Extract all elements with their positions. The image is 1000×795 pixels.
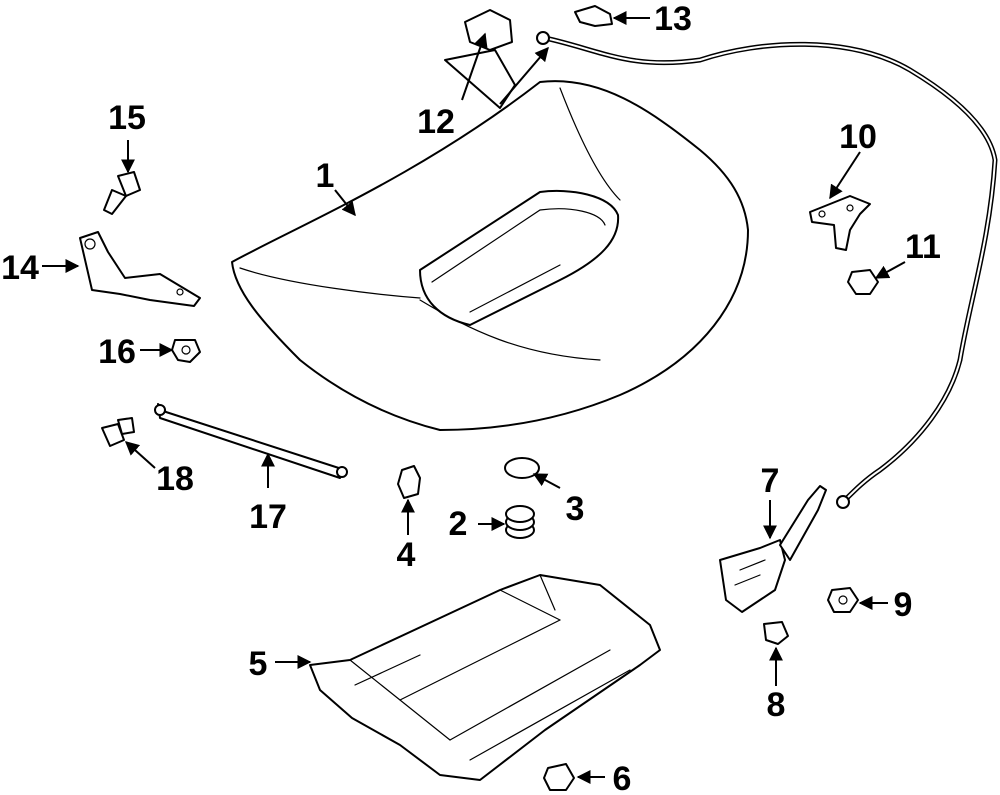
callout-8: 8 <box>767 686 786 724</box>
bracket-nut <box>847 269 879 295</box>
hood-panel <box>231 80 749 431</box>
cover-fastener <box>543 763 575 791</box>
hood-bumper <box>397 465 421 499</box>
callout-3: 3 <box>566 490 585 528</box>
callout-labels: 1 2 3 4 5 6 7 8 9 10 11 12 13 14 15 16 1… <box>1 0 941 795</box>
under-cover <box>309 574 661 781</box>
hood-support-rod <box>154 403 348 479</box>
callout-6: 6 <box>613 760 632 795</box>
callout-4: 4 <box>397 536 416 574</box>
callout-13: 13 <box>654 0 692 38</box>
hole-plug <box>504 457 540 479</box>
rod-clip <box>101 417 135 447</box>
callout-10: 10 <box>839 118 877 156</box>
callout-7: 7 <box>761 462 780 500</box>
hood-hinge <box>79 231 201 307</box>
release-handle <box>574 5 613 27</box>
latch-nut <box>827 587 859 613</box>
callout-2: 2 <box>449 505 468 543</box>
callout-5: 5 <box>249 645 268 683</box>
callout-17: 17 <box>249 498 287 536</box>
hinge-bolt <box>103 171 141 215</box>
striker-bracket <box>809 195 871 251</box>
callout-9: 9 <box>894 586 913 624</box>
callout-18: 18 <box>156 460 194 498</box>
cushion <box>505 505 535 539</box>
latch-bracket <box>444 9 516 109</box>
callout-1: 1 <box>316 157 335 195</box>
latch-bolt <box>763 621 789 645</box>
callout-15: 15 <box>108 99 146 137</box>
leader-lines <box>42 11 906 784</box>
callout-16: 16 <box>98 333 136 371</box>
callout-14: 14 <box>1 249 39 287</box>
callout-11: 11 <box>905 228 941 266</box>
hinge-nut <box>171 339 201 363</box>
hood-latch <box>719 485 827 613</box>
callout-12: 12 <box>417 103 455 141</box>
release-cable <box>536 31 998 509</box>
